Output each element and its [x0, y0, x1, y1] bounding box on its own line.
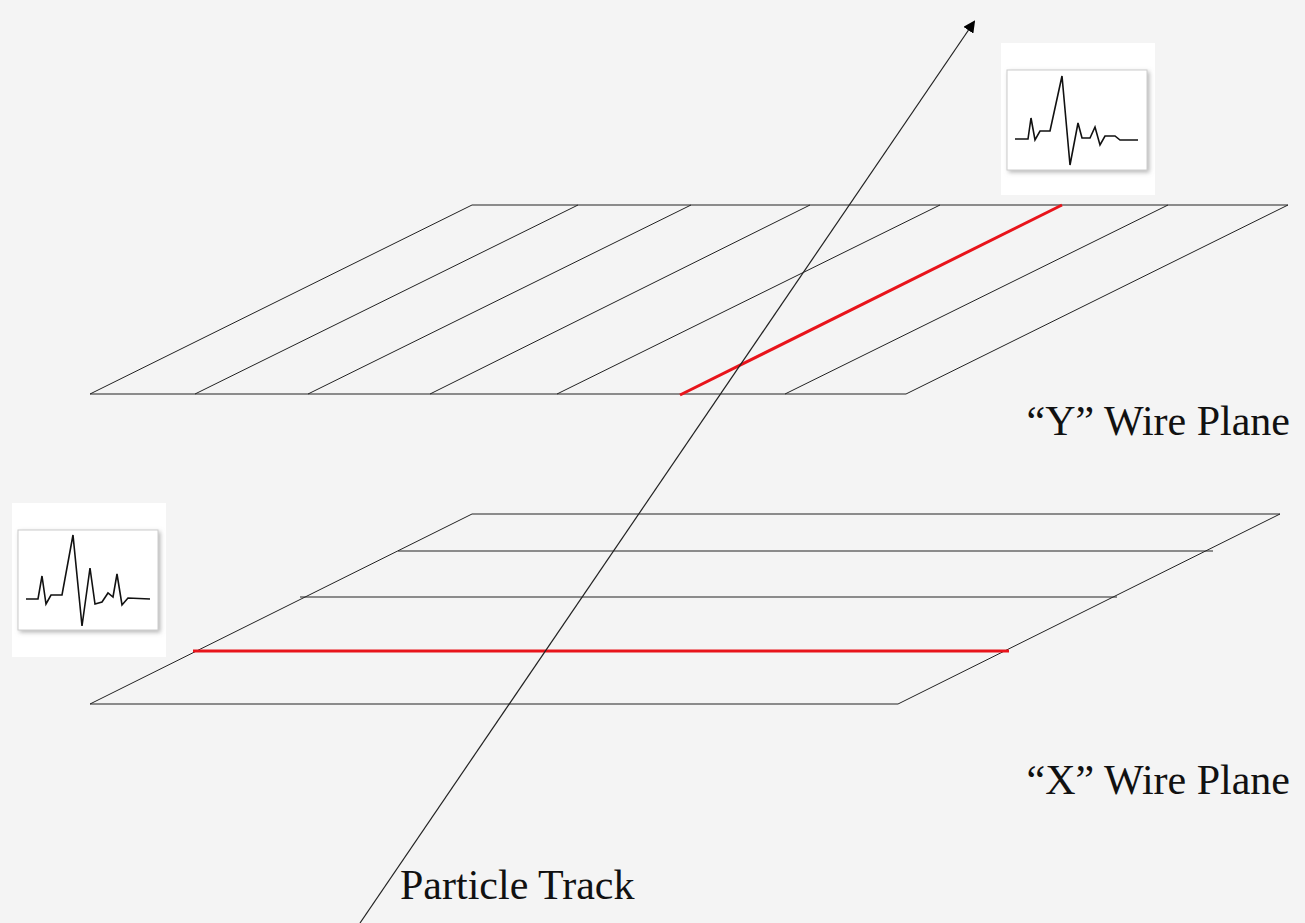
- signal-icon-y: [1001, 43, 1155, 195]
- plane-label: “X” Wire Plane: [1027, 757, 1290, 803]
- hit-wire-x: [193, 650, 1009, 653]
- x-wire-plane: [90, 514, 1280, 704]
- signal-icon-x: [12, 503, 166, 657]
- particle-track: [360, 22, 974, 923]
- hit-wire-y: [680, 205, 1062, 395]
- y-wire-plane: [90, 205, 1288, 394]
- track-label: Particle Track: [400, 862, 634, 908]
- plane-label: “Y” Wire Plane: [1027, 398, 1290, 444]
